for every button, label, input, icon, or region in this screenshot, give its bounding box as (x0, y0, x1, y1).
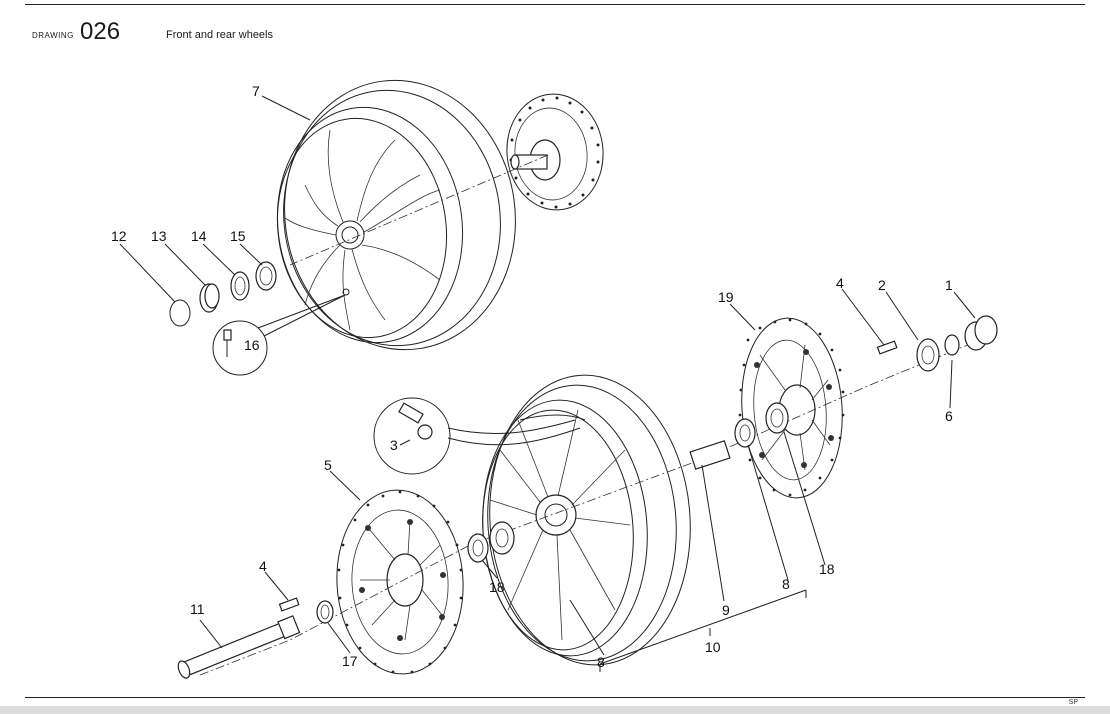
callout-14: 14 (191, 228, 207, 244)
bottom-rule (25, 697, 1085, 698)
front-wheel (482, 374, 691, 666)
rear-small-parts (169, 261, 346, 376)
front-left-disc (336, 489, 464, 675)
drawing-number: 026 (80, 18, 121, 45)
callout-2: 2 (878, 277, 886, 293)
front-axle-parts (177, 315, 998, 679)
rear-wheel (276, 79, 516, 351)
callout-11: 11 (190, 601, 205, 617)
callout-19: 19 (718, 289, 734, 305)
top-rule (25, 4, 1085, 5)
leader-lines (119, 95, 976, 656)
rear-brake-disc (289, 93, 604, 266)
callout-8-right: 8 (782, 576, 790, 592)
callout-18-left: 18 (489, 579, 505, 595)
assembly-bracket (599, 589, 807, 672)
callout-10: 10 (705, 639, 721, 655)
drawing-label: DRAWING (32, 31, 74, 40)
callout-9: 9 (722, 602, 730, 618)
callout-15: 15 (230, 228, 246, 244)
callout-18-right: 18 (819, 561, 835, 577)
callout-6: 6 (945, 408, 953, 424)
footer-code: SP (1068, 699, 1078, 706)
callout-13: 13 (151, 228, 167, 244)
callout-5: 5 (324, 457, 332, 473)
callout-16: 16 (244, 337, 260, 353)
callout-17: 17 (342, 653, 358, 669)
callout-12: 12 (111, 228, 127, 244)
front-right-disc (738, 317, 845, 499)
callout-3: 3 (390, 437, 398, 453)
callout-8-bottom: 8 (597, 654, 605, 670)
callout-7: 7 (252, 83, 260, 99)
callout-labels: 7 12 13 14 15 16 19 4 2 1 6 3 5 4 11 17 … (111, 83, 953, 670)
drawing-title: Front and rear wheels (166, 29, 273, 41)
callout-4-top: 4 (836, 275, 844, 291)
footer-band (0, 706, 1110, 714)
callout-1: 1 (945, 277, 953, 293)
callout-4-bottom: 4 (259, 558, 267, 574)
